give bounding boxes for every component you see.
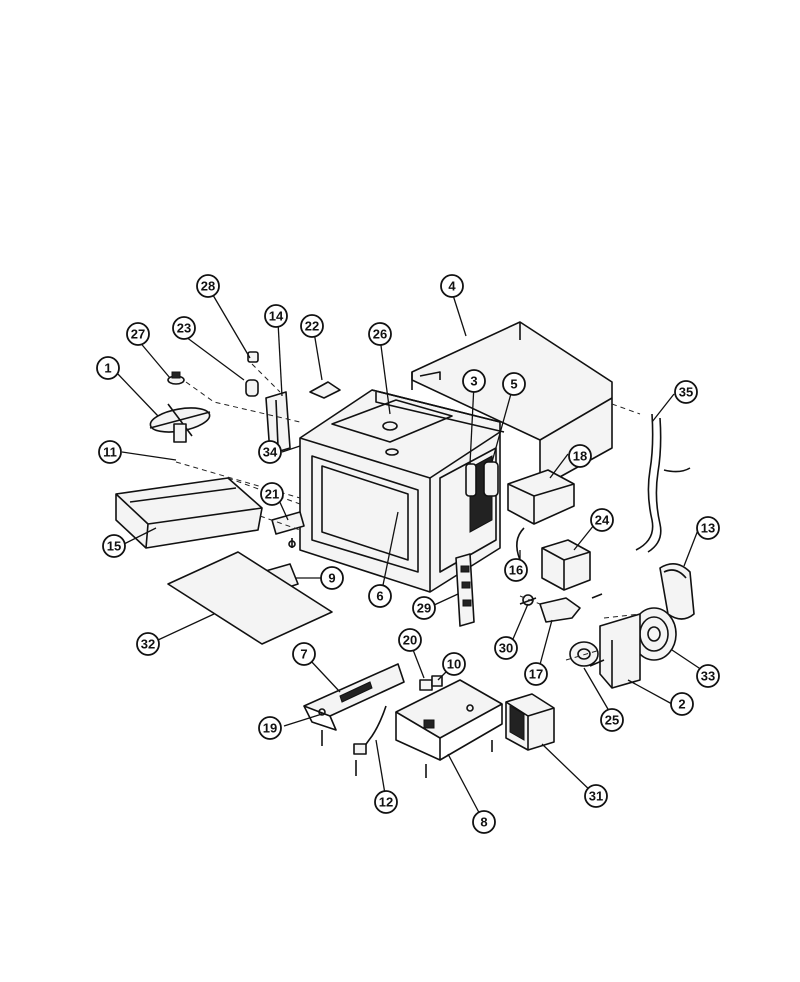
callout-30: 30 xyxy=(494,636,518,660)
fan-shroud xyxy=(659,563,695,620)
svg-text:10: 10 xyxy=(447,657,461,672)
svg-text:33: 33 xyxy=(701,669,715,684)
callout-3: 3 xyxy=(462,369,486,393)
callout-29: 29 xyxy=(412,596,436,620)
callout-24: 24 xyxy=(590,508,614,532)
svg-text:29: 29 xyxy=(417,601,431,616)
svg-text:26: 26 xyxy=(373,327,387,342)
svg-text:22: 22 xyxy=(305,319,319,334)
callout-27: 27 xyxy=(126,322,150,346)
svg-text:19: 19 xyxy=(263,721,277,736)
svg-text:7: 7 xyxy=(300,647,307,662)
svg-text:2: 2 xyxy=(678,697,685,712)
waveguide xyxy=(507,469,575,525)
callout-22: 22 xyxy=(300,314,324,338)
thermostat xyxy=(353,705,387,755)
callout-12: 12 xyxy=(374,790,398,814)
callout-31: 31 xyxy=(584,784,608,808)
callout-9: 9 xyxy=(320,566,344,590)
svg-text:17: 17 xyxy=(529,667,543,682)
svg-text:27: 27 xyxy=(131,327,145,342)
svg-text:30: 30 xyxy=(499,641,513,656)
svg-text:1: 1 xyxy=(104,361,111,376)
svg-text:13: 13 xyxy=(701,521,715,536)
screws xyxy=(291,538,605,778)
lamp-parts xyxy=(245,351,259,397)
interlock-switches xyxy=(419,675,443,691)
callout-7: 7 xyxy=(292,642,316,666)
callout-20: 20 xyxy=(398,628,422,652)
svg-text:18: 18 xyxy=(573,449,587,464)
svg-text:15: 15 xyxy=(107,539,121,554)
switch-bracket xyxy=(455,553,475,627)
svg-text:16: 16 xyxy=(509,563,523,578)
callouts: 1 2 3 4 5 6 7 8 9 10 11 12 13 14 15 16 1… xyxy=(96,274,720,834)
svg-text:8: 8 xyxy=(480,815,487,830)
callout-19: 19 xyxy=(258,716,282,740)
callout-26: 26 xyxy=(368,322,392,346)
svg-text:5: 5 xyxy=(510,377,517,392)
svg-text:32: 32 xyxy=(141,637,155,652)
callout-35: 35 xyxy=(674,380,698,404)
clip xyxy=(309,381,341,399)
outer-cabinet xyxy=(411,321,613,489)
callout-33: 33 xyxy=(696,664,720,688)
callout-17: 17 xyxy=(524,662,548,686)
oven-cavity xyxy=(299,389,505,593)
stirrer-blade xyxy=(149,403,211,443)
callout-32: 32 xyxy=(136,632,160,656)
base-bracket xyxy=(395,679,503,761)
bottom-plate xyxy=(167,551,333,645)
latch-holder xyxy=(539,597,581,623)
callout-18: 18 xyxy=(568,444,592,468)
svg-text:25: 25 xyxy=(605,713,619,728)
control-panel xyxy=(303,663,405,731)
callout-15: 15 xyxy=(102,534,126,558)
callout-28: 28 xyxy=(196,274,220,298)
shelf-tray xyxy=(115,477,263,549)
callout-8: 8 xyxy=(472,810,496,834)
svg-text:20: 20 xyxy=(403,633,417,648)
svg-text:21: 21 xyxy=(265,487,279,502)
callout-2: 2 xyxy=(670,692,694,716)
callout-34: 34 xyxy=(258,440,282,464)
svg-text:34: 34 xyxy=(263,445,278,460)
svg-text:31: 31 xyxy=(589,789,603,804)
svg-text:11: 11 xyxy=(103,445,117,460)
side-bracket xyxy=(265,391,291,455)
wire-harness xyxy=(635,413,691,553)
sensor-wire xyxy=(516,527,525,561)
svg-text:35: 35 xyxy=(679,385,693,400)
svg-text:28: 28 xyxy=(201,279,215,294)
fan-ring xyxy=(631,607,677,661)
svg-text:23: 23 xyxy=(177,321,191,336)
svg-text:6: 6 xyxy=(376,589,383,604)
cylinder-parts xyxy=(465,461,499,497)
motor-assembly xyxy=(569,613,641,689)
capacitor-block xyxy=(541,539,591,591)
callout-14: 14 xyxy=(264,304,288,328)
svg-text:24: 24 xyxy=(595,513,610,528)
svg-text:3: 3 xyxy=(470,374,477,389)
parts-drawing xyxy=(115,321,695,778)
callout-16: 16 xyxy=(504,558,528,582)
callout-10: 10 xyxy=(442,652,466,676)
callout-6: 6 xyxy=(368,584,392,608)
svg-text:14: 14 xyxy=(269,309,284,324)
svg-text:12: 12 xyxy=(379,795,393,810)
small-nut xyxy=(167,371,185,385)
svg-text:9: 9 xyxy=(328,571,335,586)
callout-4: 4 xyxy=(440,274,464,298)
callout-5: 5 xyxy=(502,372,526,396)
callout-21: 21 xyxy=(260,482,284,506)
callout-23: 23 xyxy=(172,316,196,340)
callout-25: 25 xyxy=(600,708,624,732)
callout-1: 1 xyxy=(96,356,120,380)
svg-text:4: 4 xyxy=(448,279,456,294)
callout-13: 13 xyxy=(696,516,720,540)
transformer xyxy=(505,693,555,751)
callout-11: 11 xyxy=(98,440,122,464)
